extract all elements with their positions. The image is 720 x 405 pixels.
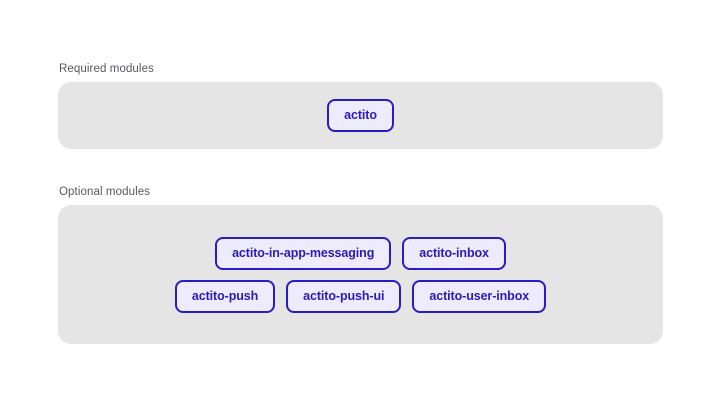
optional-badge-rows: actito-in-app-messaging actito-inbox act… (174, 236, 547, 313)
module-badge-actito-in-app-messaging[interactable]: actito-in-app-messaging (215, 236, 392, 270)
optional-modules-section: Optional modules actito-in-app-messaging… (58, 185, 663, 344)
required-badge-rows: actito (327, 99, 394, 132)
module-badge-actito-inbox[interactable]: actito-inbox (402, 236, 506, 270)
module-badge-actito-push[interactable]: actito-push (174, 279, 276, 313)
required-modules-section: Required modules actito (58, 62, 663, 149)
badge-row: actito-push actito-push-ui actito-user-i… (174, 279, 547, 313)
optional-modules-label: Optional modules (59, 186, 151, 198)
badge-row: actito-in-app-messaging actito-inbox (215, 236, 506, 270)
module-badge-actito[interactable]: actito (327, 99, 394, 132)
required-modules-panel: actito (58, 82, 663, 149)
required-modules-label: Required modules (59, 63, 154, 75)
optional-modules-panel: actito-in-app-messaging actito-inbox act… (58, 205, 663, 344)
badge-row: actito (327, 99, 394, 132)
module-badge-actito-push-ui[interactable]: actito-push-ui (286, 279, 402, 313)
module-badge-actito-user-inbox[interactable]: actito-user-inbox (412, 279, 547, 313)
